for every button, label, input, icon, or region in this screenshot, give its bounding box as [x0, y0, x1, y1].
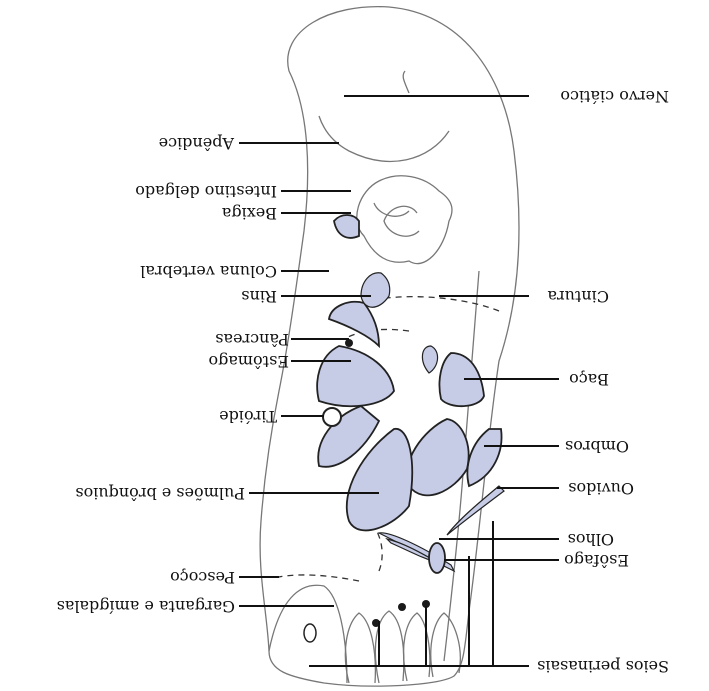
toe-dot-3	[398, 603, 406, 611]
heel-arc	[319, 116, 449, 161]
label-estomago: Estômago	[208, 352, 289, 370]
thyroid-dot	[323, 408, 341, 426]
label-pulmoes-e-bronquios: Pulmões e brônquios	[75, 484, 245, 502]
intestine-outline	[357, 176, 452, 264]
label-ombros: Ombros	[565, 437, 629, 455]
label-olhos: Olhos	[568, 530, 614, 548]
heel-hook	[403, 71, 409, 93]
esophagus-organ	[429, 543, 445, 573]
label-apendice: Apêndice	[159, 134, 234, 152]
label-pancreas: Pâncreas	[215, 330, 289, 348]
liver-organ	[317, 346, 394, 406]
bladder-organ	[334, 215, 359, 238]
label-bexiga: Bexiga	[222, 204, 277, 222]
label-rins: Rins	[241, 287, 277, 305]
big-toe-mark	[304, 624, 316, 642]
foot-outline	[260, 7, 519, 686]
label-baco: Baço	[569, 370, 609, 388]
label-intestino-delgado: Intestino delgado	[135, 182, 277, 200]
label-garganta-e-amigdalas: Garganta e amígdalas	[57, 597, 235, 615]
label-tiroide: Tiróide	[219, 407, 277, 425]
label-nervo-ciatico: Nervo ciático	[560, 87, 669, 105]
label-coluna-vertebral: Coluna vertebral	[140, 262, 277, 280]
label-pescoco: Pescoço	[170, 568, 235, 586]
big-toe	[269, 585, 347, 683]
ears-zone-2	[447, 486, 504, 535]
label-ouvidos: Ouvidos	[568, 479, 634, 497]
label-cintura: Cintura	[547, 287, 609, 305]
label-seios-perinasais: Seios perinasais	[537, 657, 669, 675]
kidney-organ	[361, 273, 390, 308]
label-esofago: Esôfago	[564, 551, 629, 569]
neck-line	[279, 575, 359, 581]
lung-left	[407, 419, 469, 495]
intestine-inner	[384, 206, 419, 236]
spleen-small	[422, 346, 437, 373]
toe-4	[345, 613, 375, 683]
pancreas-dot	[345, 339, 353, 347]
shoulder-organ	[467, 429, 501, 486]
waist-line	[379, 297, 499, 311]
